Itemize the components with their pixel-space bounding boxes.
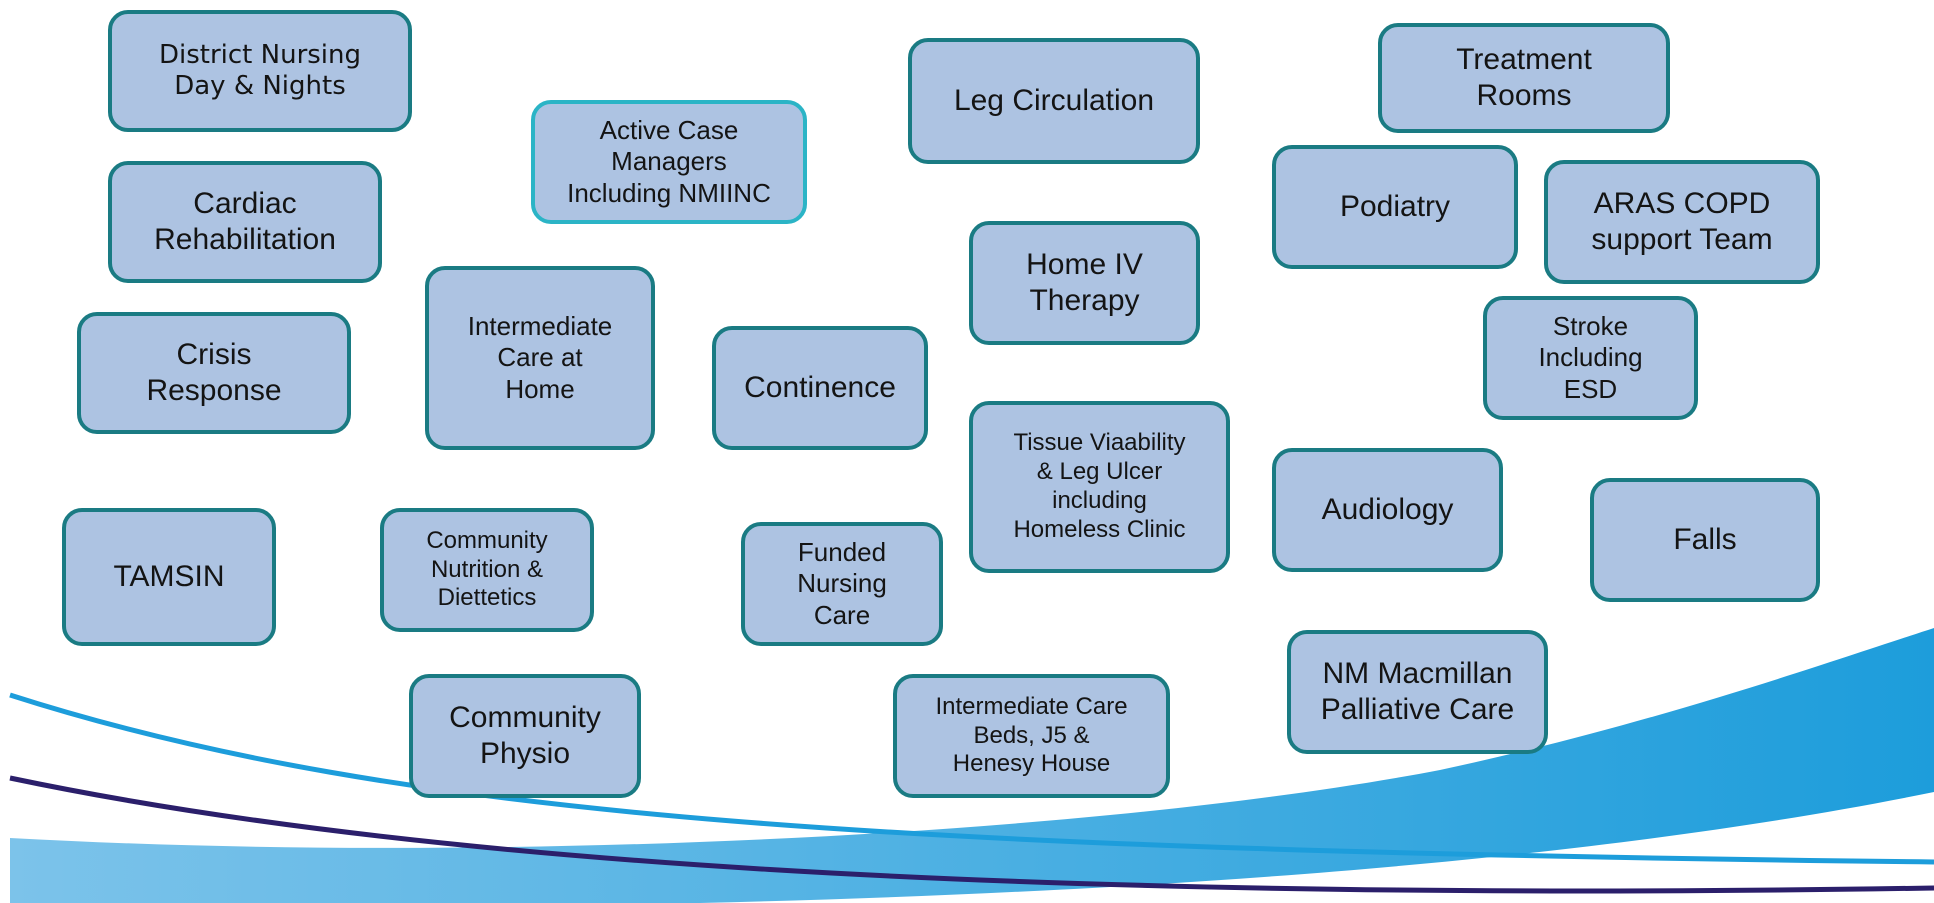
falls-box: Falls xyxy=(1590,478,1820,602)
crisis-response-box: Crisis Response xyxy=(77,312,351,434)
active-case-managers-label: Active Case Managers Including NMIINC xyxy=(567,115,771,208)
aras-copd-box: ARAS COPD support Team xyxy=(1544,160,1820,284)
wave-band xyxy=(10,628,1934,903)
audiology-box: Audiology xyxy=(1272,448,1503,572)
home-iv-therapy-box: Home IV Therapy xyxy=(969,221,1200,345)
intermediate-care-home-box: Intermediate Care at Home xyxy=(425,266,655,450)
stroke-label: Stroke Including ESD xyxy=(1538,311,1643,404)
home-iv-therapy-label: Home IV Therapy xyxy=(1026,248,1143,317)
continence-label: Continence xyxy=(744,371,896,404)
nm-macmillan-label: NM Macmillan Palliative Care xyxy=(1320,657,1515,726)
podiatry-label: Podiatry xyxy=(1339,190,1451,223)
aras-copd-label: ARAS COPD support Team xyxy=(1591,187,1773,256)
intermediate-care-beds-box: Intermediate Care Beds, J5 & Henesy Hous… xyxy=(893,674,1170,798)
district-nursing-box: District Nursing Day & Nights xyxy=(108,10,412,132)
cardiac-rehabilitation-box: Cardiac Rehabilitation xyxy=(108,161,382,283)
wave-navy-line xyxy=(9,775,1934,894)
district-nursing-label: District Nursing Day & Nights xyxy=(158,39,362,101)
wave-thin-line xyxy=(9,692,1934,865)
intermediate-care-beds-label: Intermediate Care Beds, J5 & Henesy Hous… xyxy=(935,692,1128,778)
funded-nursing-care-label: Funded Nursing Care xyxy=(797,537,887,630)
treatment-rooms-box: Treatment Rooms xyxy=(1378,23,1670,133)
active-case-managers-box: Active Case Managers Including NMIINC xyxy=(531,100,807,224)
falls-label: Falls xyxy=(1673,523,1737,556)
community-physio-box: Community Physio xyxy=(409,674,641,798)
tissue-viability-label: Tissue Viaability & Leg Ulcer including … xyxy=(1013,429,1186,543)
nm-macmillan-box: NM Macmillan Palliative Care xyxy=(1287,630,1548,754)
continence-box: Continence xyxy=(712,326,928,450)
intermediate-care-home-label: Intermediate Care at Home xyxy=(467,311,613,404)
tissue-viability-box: Tissue Viaability & Leg Ulcer including … xyxy=(969,401,1230,573)
audiology-label: Audiology xyxy=(1321,493,1454,526)
cardiac-rehabilitation-label: Cardiac Rehabilitation xyxy=(154,187,336,256)
stroke-box: Stroke Including ESD xyxy=(1483,296,1698,420)
community-nutrition-label: Community Nutrition & Diettetics xyxy=(426,526,548,612)
crisis-response-label: Crisis Response xyxy=(146,338,282,407)
podiatry-box: Podiatry xyxy=(1272,145,1518,269)
tamsin-box: TAMSIN xyxy=(62,508,276,646)
treatment-rooms-label: Treatment Rooms xyxy=(1456,43,1592,112)
community-physio-label: Community Physio xyxy=(449,701,601,770)
leg-circulation-box: Leg Circulation xyxy=(908,38,1200,164)
tamsin-label: TAMSIN xyxy=(113,560,225,593)
community-nutrition-box: Community Nutrition & Diettetics xyxy=(380,508,594,632)
funded-nursing-care-box: Funded Nursing Care xyxy=(741,522,943,646)
leg-circulation-label: Leg Circulation xyxy=(953,84,1155,117)
